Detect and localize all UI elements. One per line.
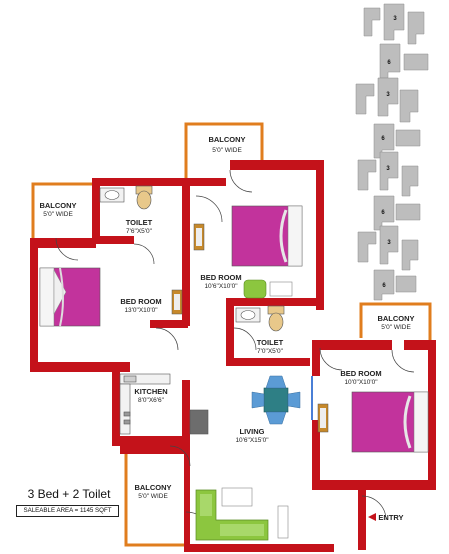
balcony-railings	[31, 122, 432, 547]
entry-label: ENTRY	[378, 513, 403, 522]
balcony-bottom-rail	[124, 452, 186, 547]
bed-left-furniture	[39, 267, 183, 327]
toilet-mid-name: TOILET	[257, 338, 284, 347]
balcony-left-name: BALCONY	[39, 201, 76, 210]
balcony-right-dim: 5'0" WIDE	[381, 324, 411, 331]
walls	[30, 160, 436, 552]
balcony-right-name: BALCONY	[377, 314, 414, 323]
key-plan-block-4	[357, 225, 419, 301]
toilet-top-dim: 7'6"X5'0"	[126, 228, 153, 235]
key-plan-number: 3	[386, 92, 390, 98]
toilet-fixtures	[99, 185, 285, 332]
key-plan-numbers: 3 6 3 6 3 6 3 6	[381, 16, 397, 289]
entry-arrow-icon	[368, 513, 376, 521]
bed-right-dim: 10'0"X10'0"	[344, 379, 378, 386]
unit-type-title: 3 Bed + 2 Toilet	[27, 487, 111, 501]
key-plan-number: 6	[381, 136, 385, 142]
toilet-mid-dim: 7'0"X5'0"	[257, 348, 284, 355]
key-plan-number: 3	[393, 16, 397, 22]
kitchen-dim: 8'0"X6'6"	[138, 397, 165, 404]
balcony-left-rail	[31, 182, 92, 238]
key-plan-number: 6	[387, 60, 391, 66]
key-plan-block-2	[355, 77, 421, 159]
dining-set	[251, 375, 301, 425]
bed-center-furniture	[193, 205, 303, 299]
key-plan	[355, 3, 429, 301]
balcony-left-dim: 5'0" WIDE	[43, 211, 73, 218]
key-plan-number: 6	[381, 210, 385, 216]
room-labels: BALCONY 5'0" WIDE BALCONY 5'0" WIDE TOIL…	[39, 135, 414, 522]
balcony-bottom-dim: 5'0" WIDE	[138, 493, 168, 500]
bed-center-dim: 10'6"X10'0"	[204, 283, 238, 290]
key-plan-number: 3	[386, 166, 390, 172]
balcony-top-rail	[184, 122, 264, 178]
bed-center-name: BED ROOM	[200, 273, 241, 282]
bed-left-name: BED ROOM	[120, 297, 161, 306]
key-plan-block-1	[363, 3, 429, 79]
balcony-right-rail	[359, 302, 432, 350]
living-dim: 10'6"X15'0"	[235, 437, 269, 444]
kitchen-fixtures	[119, 373, 209, 435]
key-plan-block-3	[357, 151, 421, 231]
toilet-top-name: TOILET	[126, 218, 153, 227]
sofa-set	[195, 487, 289, 541]
saleable-area-box: SALEABLE AREA = 1145 SQFT	[16, 505, 119, 517]
key-plan-number: 6	[382, 283, 386, 289]
balcony-bottom-name: BALCONY	[134, 483, 171, 492]
balcony-top-dim: 5'0" WIDE	[212, 147, 242, 154]
bed-right-name: BED ROOM	[340, 369, 381, 378]
bed-left-dim: 13'0"X10'0"	[124, 307, 158, 314]
living-name: LIVING	[239, 427, 264, 436]
kitchen-name: KITCHEN	[134, 387, 167, 396]
bed-right-furniture	[317, 391, 429, 453]
key-plan-number: 3	[387, 240, 391, 246]
balcony-top-name: BALCONY	[208, 135, 245, 144]
